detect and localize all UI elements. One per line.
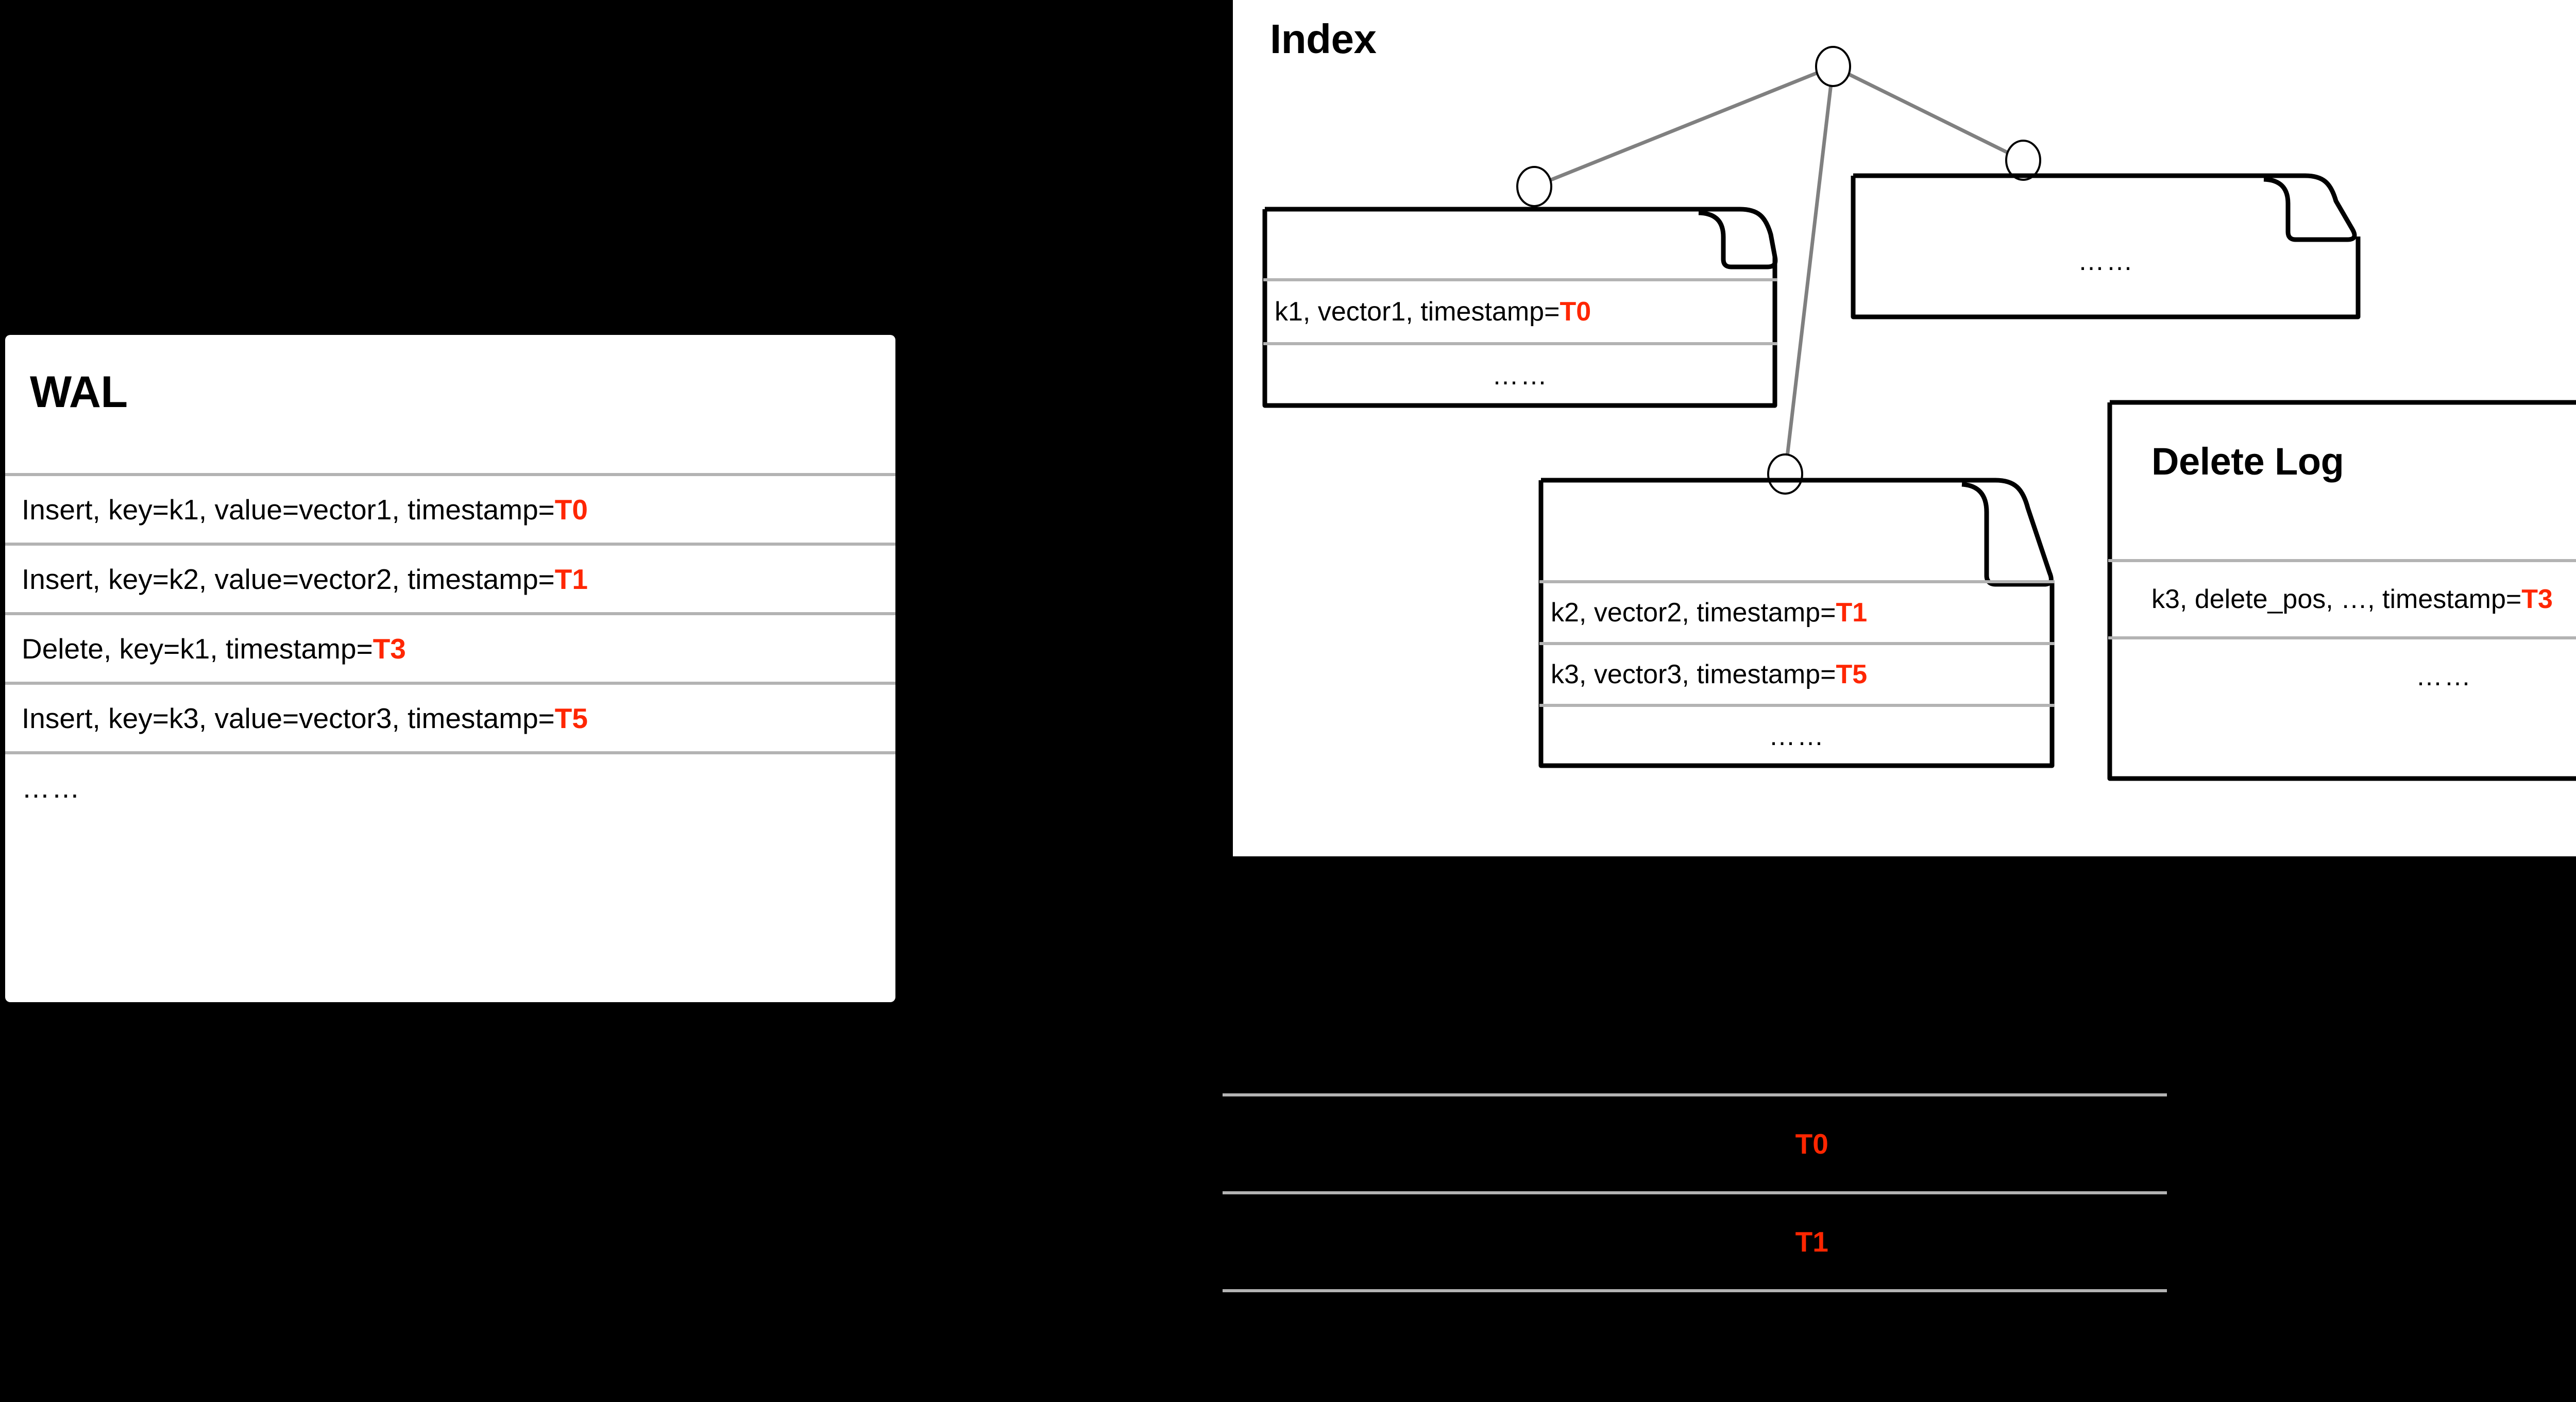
dog-ear-card-outline — [1851, 173, 2361, 319]
leaf-card-row-text: k3, vector3, timestamp= — [1551, 660, 1836, 689]
leaf-card-k1-row-list: k1, vector1, timestamp=T0 …… — [1263, 278, 1777, 406]
leaf-card-k1: k1, vector1, timestamp=T0 …… — [1262, 206, 1778, 408]
wal-row-timestamp: T5 — [554, 702, 588, 734]
index-title: Index — [1270, 16, 1377, 62]
dog-ear-card-outline — [1222, 934, 2189, 1402]
delete-log-row-text: …… — [2416, 662, 2472, 691]
bin-log-card: Bin Log Op=Insert, execution_time=3,…,ti… — [1222, 934, 2219, 1402]
bin-log-row-timestamp: T1 — [1795, 1226, 1828, 1258]
wal-row: …… — [5, 751, 895, 821]
bin-log-row-text: Op=Insert, execution_time=5,…,timestamp= — [1240, 1226, 1795, 1258]
leaf-card-row-text: k2, vector2, timestamp= — [1551, 598, 1836, 628]
wal-row: Insert, key=k3, value=vector3, timestamp… — [5, 682, 895, 751]
wal-row-text: Insert, key=k1, value=vector1, timestamp… — [22, 493, 555, 526]
bin-log-row: Op=Insert, execution_time=5,…,timestamp=… — [1223, 1191, 2167, 1289]
leaf-card-row: …… — [1263, 342, 1777, 406]
wal-row-timestamp: T0 — [554, 493, 588, 526]
delete-log-title: Delete Log — [2151, 440, 2344, 483]
leaf-card-ellipsis: …… — [1851, 173, 2361, 319]
wal-panel: WAL Insert, key=k1, value=vector1, times… — [5, 335, 895, 1002]
delete-log-row: …… — [2108, 636, 2576, 714]
bin-log-row-list: Op=Insert, execution_time=3,…,timestamp=… — [1223, 1093, 2167, 1387]
delete-log-row-timestamp: T3 — [2521, 584, 2553, 614]
dog-ear-card-outline — [1538, 478, 2055, 768]
leaf-card-row-timestamp: T0 — [1560, 297, 1591, 327]
delete-log-row-list: k3, delete_pos, …, timestamp=T3 …… — [2108, 559, 2576, 714]
delete-log-card: Delete Log k3, delete_pos, …, timestamp=… — [2107, 399, 2576, 781]
wal-row-text: Delete, key=k1, timestamp= — [22, 632, 373, 665]
delete-log-row-text: k3, delete_pos, …, timestamp= — [2151, 584, 2522, 614]
wal-row: Insert, key=k2, value=vector2, timestamp… — [5, 543, 895, 612]
leaf-card-k2-k3-row-list: k2, vector2, timestamp=T1 k3, vector3, t… — [1539, 580, 2055, 766]
leaf-card-row-timestamp: T5 — [1836, 660, 1868, 689]
bin-log-title: Bin Log — [1241, 970, 1385, 1014]
wal-row-timestamp: T1 — [554, 563, 588, 595]
bin-log-row: Op=Insert, execution_time=3,…,timestamp=… — [1223, 1093, 2167, 1191]
leaf-card-k2-k3: k2, vector2, timestamp=T1 k3, vector3, t… — [1538, 477, 2055, 768]
leaf-card-row-text: …… — [2078, 246, 2134, 276]
leaf-card-row: …… — [1852, 229, 2361, 293]
bin-log-row: …… — [1223, 1289, 2167, 1387]
wal-row: Delete, key=k1, timestamp=T3 — [5, 612, 895, 682]
wal-row-text: …… — [22, 771, 81, 804]
wal-row-text: Insert, key=k2, value=vector2, timestamp… — [22, 563, 555, 595]
delete-log-row: k3, delete_pos, …, timestamp=T3 — [2108, 559, 2576, 636]
leaf-card-row: k3, vector3, timestamp=T5 — [1539, 642, 2055, 704]
leaf-card-row-timestamp: T1 — [1836, 598, 1868, 628]
wal-title: WAL — [30, 367, 128, 417]
wal-row-list: Insert, key=k1, value=vector1, timestamp… — [5, 473, 895, 821]
bin-log-row-text: Op=Insert, execution_time=3,…,timestamp= — [1240, 1128, 1795, 1160]
dog-ear-card-outline — [1262, 207, 1778, 408]
wal-row: Insert, key=k1, value=vector1, timestamp… — [5, 473, 895, 543]
leaf-card-row-text: …… — [1769, 721, 1825, 751]
leaf-card-row-text: k1, vector1, timestamp= — [1275, 297, 1560, 327]
bin-log-row-timestamp: T0 — [1795, 1128, 1828, 1160]
leaf-card-row: k1, vector1, timestamp=T0 — [1263, 278, 1777, 342]
leaf-card-row-text: …… — [1492, 361, 1549, 391]
wal-row-timestamp: T3 — [372, 632, 406, 665]
bin-log-row-text: …… — [1240, 1324, 1300, 1356]
leaf-card-row: k2, vector2, timestamp=T1 — [1539, 580, 2055, 642]
wal-row-text: Insert, key=k3, value=vector3, timestamp… — [22, 702, 555, 734]
leaf-card-row: …… — [1539, 704, 2055, 766]
dog-ear-card-outline — [2107, 400, 2576, 781]
